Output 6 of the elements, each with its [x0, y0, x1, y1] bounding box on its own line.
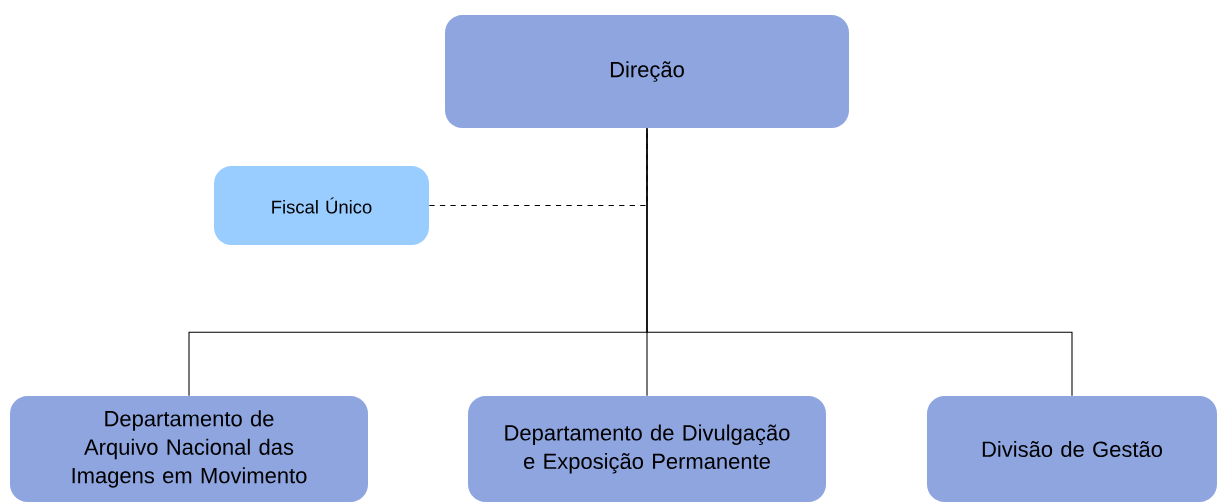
director-box: Direção — [445, 15, 849, 128]
connector-line — [646, 127, 1073, 397]
unit-box: Divisão de Gestão — [927, 396, 1217, 502]
unit-box: Departamento de Arquivo Nacional das Imagens em Movimento — [10, 396, 368, 502]
unit-box: Fiscal Único — [214, 166, 429, 245]
unit-box: Departamento de Divulgação e Exposição Permanente — [468, 396, 826, 502]
